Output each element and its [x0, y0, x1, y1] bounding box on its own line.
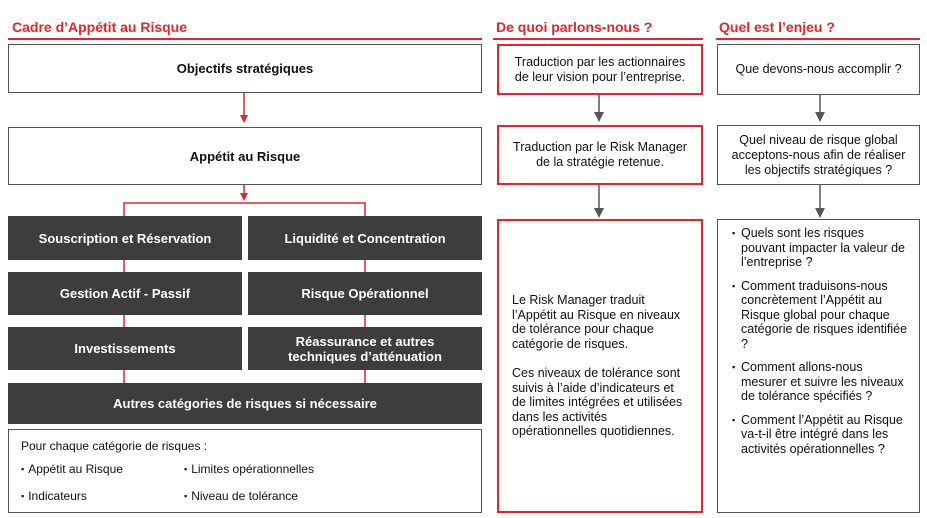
question-item: Comment allons-nous mesurer et suivre le…: [732, 360, 911, 404]
legend-item-limits: Limites opérationnelles: [184, 462, 314, 476]
question-item: Quels sont les risques pouvant impacter …: [732, 226, 911, 270]
legend-box: Pour chaque catégorie de risques : Appét…: [8, 429, 482, 513]
category-liquidity: Liquidité et Concentration: [248, 216, 482, 260]
header-right: Quel est l’enjeu ?: [719, 19, 835, 35]
objectives-box: Objectifs stratégiques: [8, 44, 482, 93]
header-middle-rule: [493, 38, 703, 40]
right-box-questions: Quels sont les risques pouvant impacter …: [717, 219, 920, 513]
header-right-rule: [716, 38, 920, 40]
right-box-accomplish: Que devons-nous accomplir ?: [717, 44, 920, 95]
appetite-box: Appétit au Risque: [8, 127, 482, 185]
category-underwriting: Souscription et Réservation: [8, 216, 242, 260]
question-item: Comment traduisons-nous concrètement l’A…: [732, 279, 911, 352]
question-item: Comment l’Appétit au Risque va-t-il être…: [732, 413, 911, 457]
legend-title: Pour chaque catégorie de risques :: [21, 439, 208, 453]
category-bracket-top: [123, 202, 366, 216]
middle-tolerance-paragraph-1: Le Risk Manager traduit l’Appétit au Ris…: [512, 293, 681, 351]
category-investments: Investissements: [8, 327, 242, 370]
middle-box-risk-manager: Traduction par le Risk Manager de la str…: [497, 125, 703, 185]
right-box-global-risk: Quel niveau de risque global acceptons-n…: [717, 125, 920, 185]
middle-box-tolerance: Le Risk Manager traduit l’Appétit au Ris…: [497, 219, 703, 513]
category-other: Autres catégories de risques si nécessai…: [8, 383, 482, 424]
category-reinsurance: Réassurance et autres techniques d’attén…: [248, 327, 482, 370]
header-middle: De quoi parlons-nous ?: [496, 19, 653, 35]
legend-item-indicators: Indicateurs: [21, 489, 87, 503]
category-alm: Gestion Actif - Passif: [8, 272, 242, 315]
middle-box-shareholders: Traduction par les actionnaires de leur …: [497, 44, 703, 95]
middle-tolerance-paragraph-2: Ces niveaux de tolérance sont suivis à l…: [512, 366, 683, 439]
legend-item-appetite: Appétit au Risque: [21, 462, 123, 476]
header-left-rule: [8, 38, 482, 40]
legend-item-tolerance: Niveau de tolérance: [184, 489, 298, 503]
header-left: Cadre d’Appétit au Risque: [12, 19, 188, 35]
category-operational: Risque Opérationnel: [248, 272, 482, 315]
